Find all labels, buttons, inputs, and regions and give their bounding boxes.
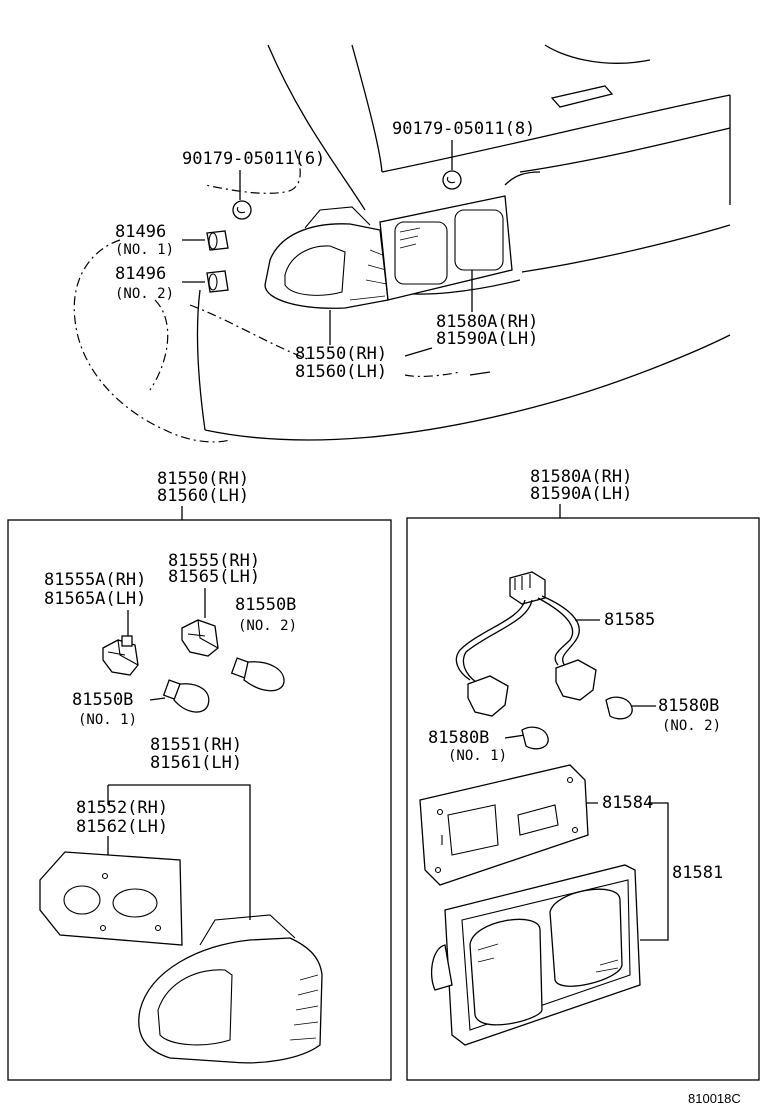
socket-rh-label: 81555(RH): [168, 551, 260, 571]
socket-b-icon: [181, 619, 219, 657]
socket-a-rh-label: 81555A(RH): [44, 570, 146, 590]
lens-label-r: 81581: [672, 863, 723, 883]
bulb-2-note-r: (NO. 2): [662, 718, 721, 734]
license-lamp-rh-label: 81580A(RH): [436, 312, 538, 332]
screw-right-label: 90179-05011(8): [392, 119, 535, 139]
wire-harness-icon: [455, 571, 597, 717]
license-lamp-top: [379, 195, 513, 301]
tail-lens-icon: [138, 914, 323, 1064]
bulb-2-icon-r: [605, 696, 633, 720]
right-box-parts: [419, 571, 669, 1046]
bulb-1-icon: [162, 679, 210, 713]
gasket-frame-icon: [419, 764, 589, 886]
bulb-2-icon: [230, 657, 285, 692]
right-box-frame: [406, 517, 760, 1081]
bulb-1-note-r: (NO. 1): [448, 748, 507, 764]
left-box-header-lh: 81560(LH): [157, 486, 249, 506]
lens-rh-label: 81551(RH): [150, 735, 242, 755]
vehicle-rear-view: [73, 44, 731, 443]
gasket-plate-icon: [39, 851, 183, 946]
screw-right-icon: [442, 170, 462, 190]
socket-a-icon: [102, 635, 139, 676]
right-box-header-lh: 81590A(LH): [530, 484, 632, 504]
grommet-1-label: 81496: [115, 222, 166, 242]
grommet-2-label: 81496: [115, 264, 166, 284]
bulb-1-label: 81550B: [72, 690, 133, 710]
gasket-label-r: 81584: [602, 793, 653, 813]
tail-lamp-top: [264, 206, 389, 309]
grommet-2-icon: [206, 270, 229, 293]
tail-lamp-lh-label: 81560(LH): [295, 362, 387, 382]
bulb-2-note: (NO. 2): [238, 618, 297, 634]
bulb-1-note: (NO. 1): [78, 712, 137, 728]
bulb-2-label: 81550B: [235, 595, 296, 615]
gasket-lh-label: 81562(LH): [76, 817, 168, 837]
screw-left-label: 90179-05011(6): [182, 149, 325, 169]
screw-left-icon: [232, 200, 252, 220]
tail-lamp-rh-label: 81550(RH): [295, 344, 387, 364]
socket-lh-label: 81565(LH): [168, 567, 260, 587]
left-box-frame: [7, 519, 392, 1081]
grommet-2-note: (NO. 2): [115, 286, 174, 302]
gasket-rh-label: 81552(RH): [76, 798, 168, 818]
grommet-1-note: (NO. 1): [115, 242, 174, 258]
bulb-1-label-r: 81580B: [428, 728, 489, 748]
figure-code: 810018C: [688, 1091, 741, 1106]
left-box-parts: [39, 588, 323, 1064]
right-box-header-rh: 81580A(RH): [530, 467, 632, 487]
lens-lh-label: 81561(LH): [150, 753, 242, 773]
license-lamp-lh-label: 81590A(LH): [436, 329, 538, 349]
bulb-2-label-r: 81580B: [658, 696, 719, 716]
socket-a-lh-label: 81565A(LH): [44, 589, 146, 609]
bulb-1-icon-r: [521, 726, 549, 750]
wire-label: 81585: [604, 610, 655, 630]
left-box-header-rh: 81550(RH): [157, 469, 249, 489]
grommet-1-icon: [206, 230, 229, 251]
license-lens-icon: [431, 864, 641, 1046]
